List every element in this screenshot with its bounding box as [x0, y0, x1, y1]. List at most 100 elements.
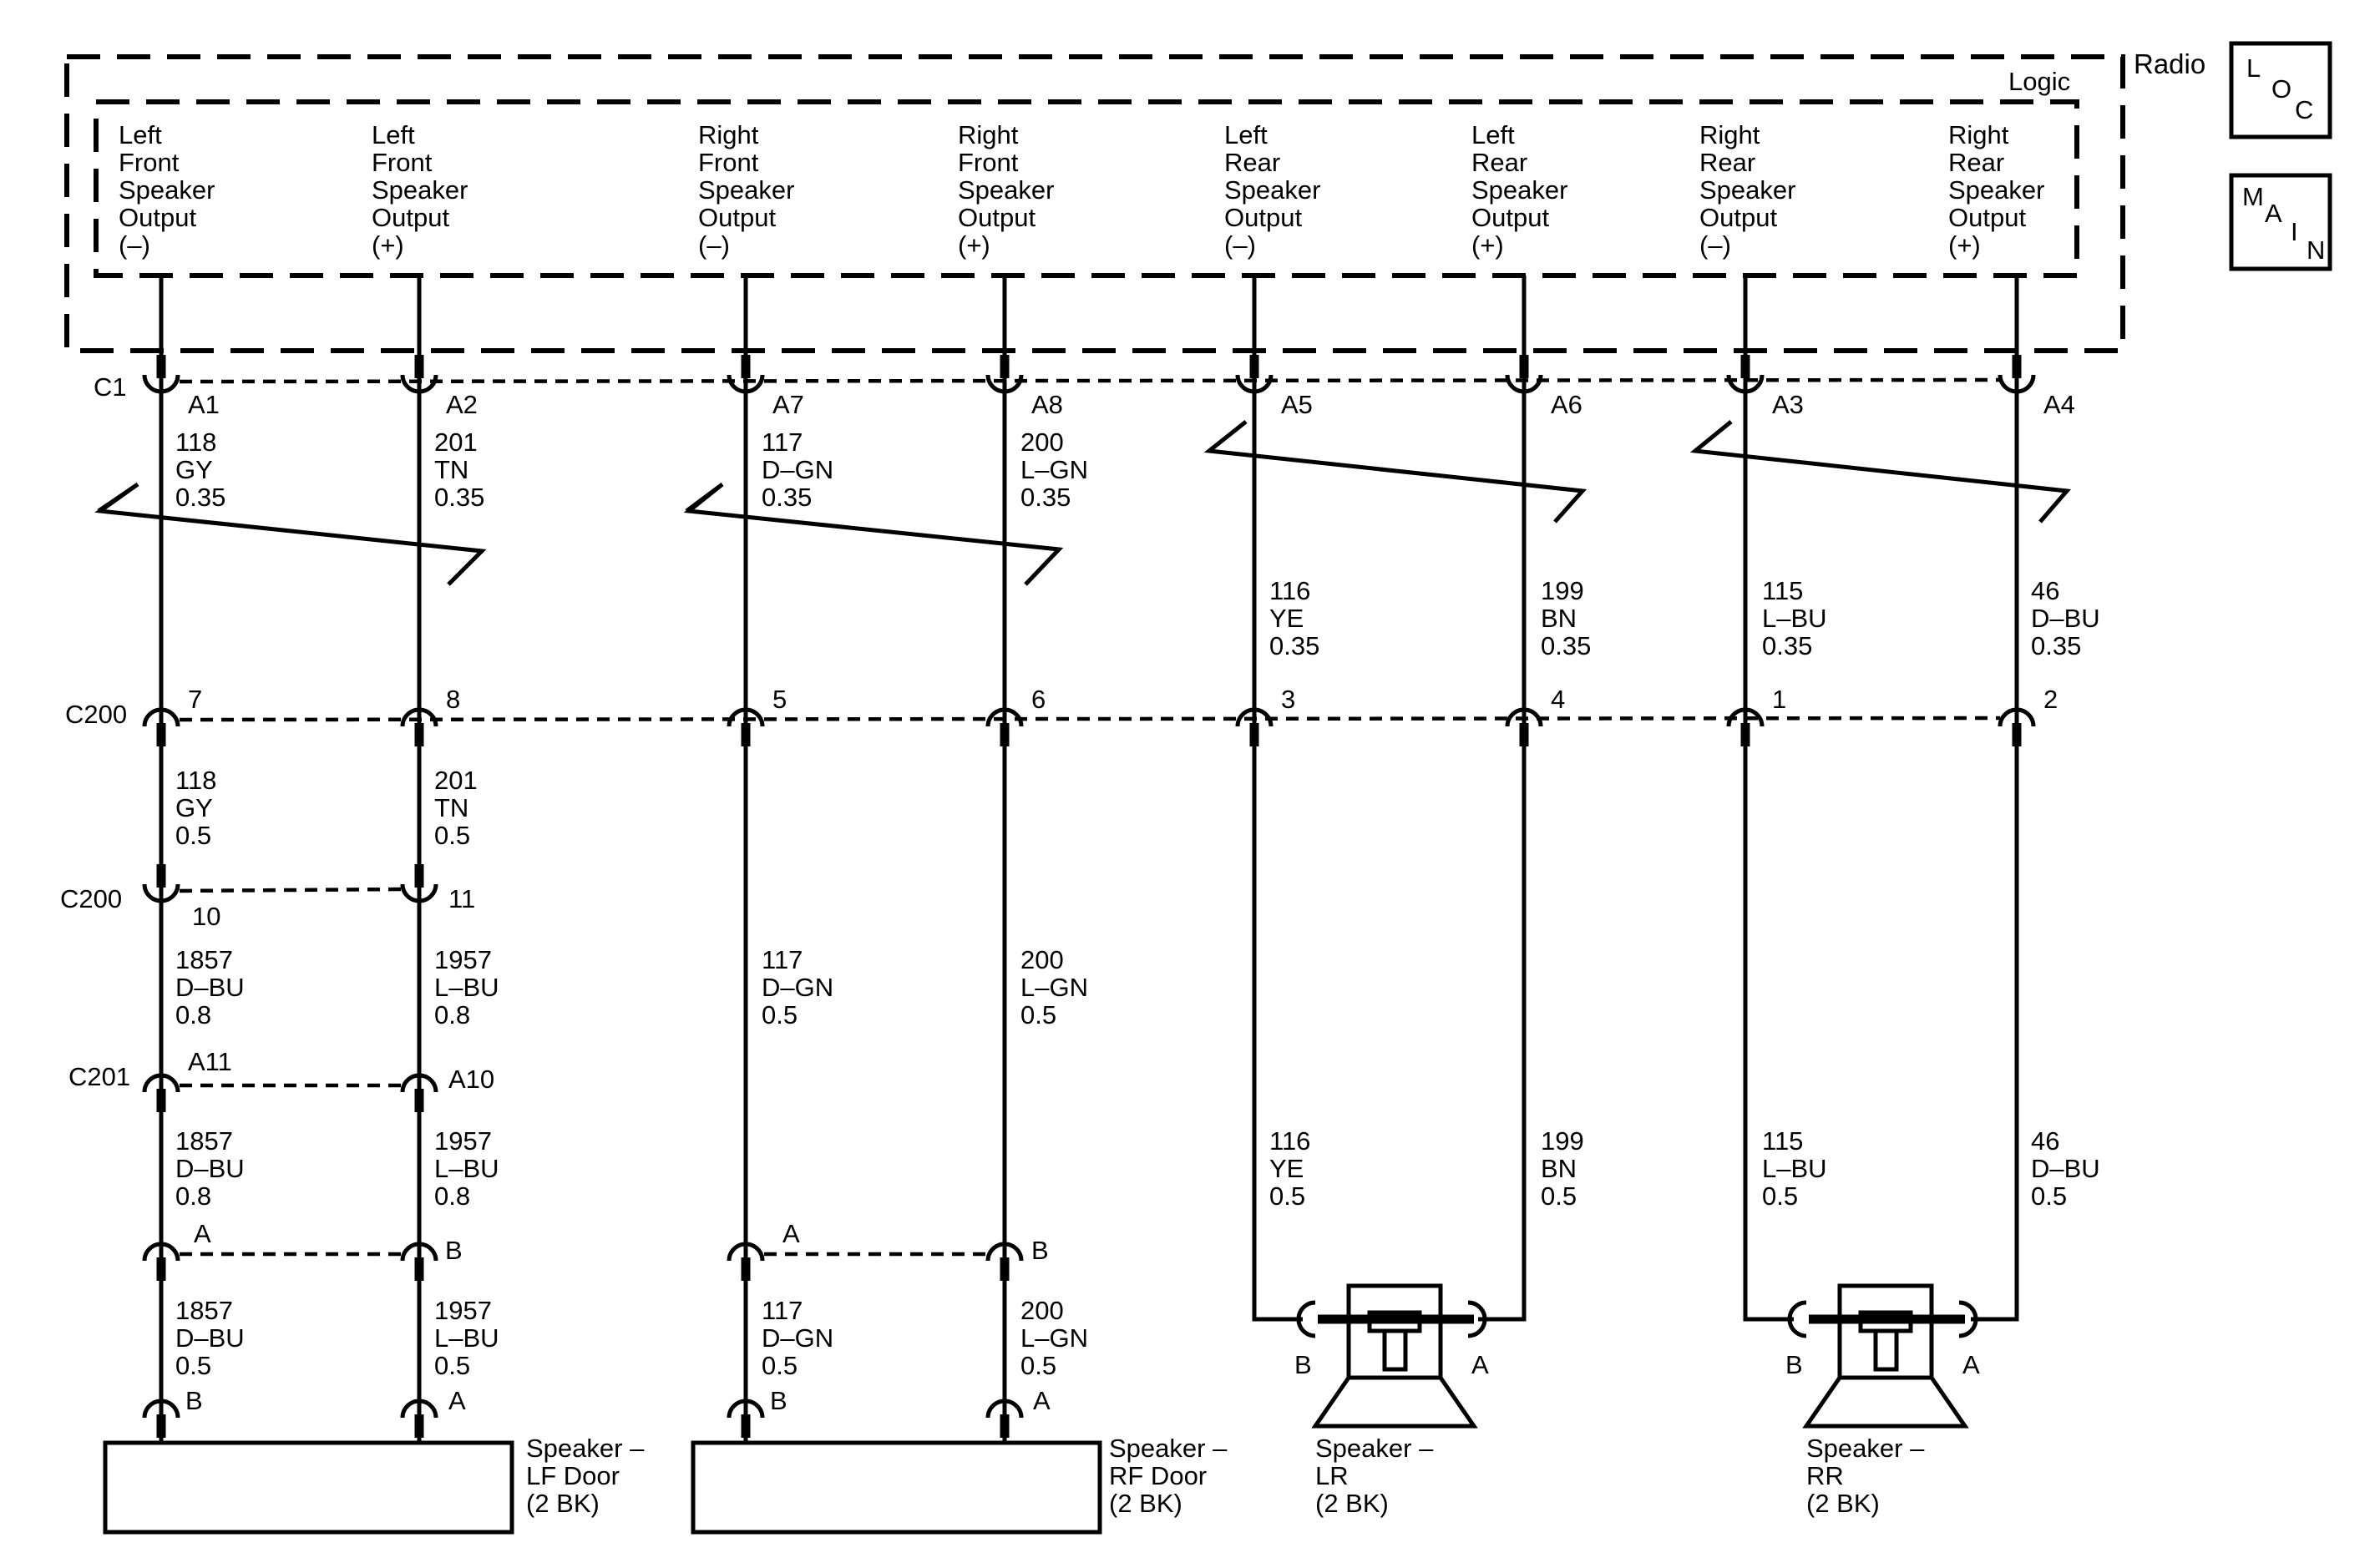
c200-terminal	[142, 707, 180, 746]
radio-outer-box	[64, 54, 2125, 353]
speaker-rf-door: Speaker – RF Door (2 BK)	[691, 1434, 1228, 1535]
output-label-line: Rear	[1948, 148, 2004, 177]
connector-c201: C201	[68, 1062, 130, 1091]
wire-label-line: 200	[1020, 1296, 1064, 1325]
inline-pin-label: A	[782, 1219, 800, 1248]
output-label-line: (–)	[119, 230, 150, 260]
c200-terminal	[727, 707, 765, 746]
rear-speaker-terminal	[1467, 1300, 1487, 1338]
svg-text:M: M	[2242, 182, 2264, 211]
wire-label-line: 1857	[175, 1126, 233, 1156]
c1-terminal	[1998, 355, 2036, 394]
output-label-line: Front	[958, 148, 1019, 177]
wire-label-line: 200	[1020, 427, 1064, 457]
wire-label-line: 200	[1020, 945, 1064, 974]
wire-label-line: 1857	[175, 945, 233, 974]
c200-terminal	[1505, 707, 1543, 746]
svg-text:C: C	[2295, 95, 2313, 124]
output-label-line: Output	[372, 203, 449, 232]
output-label-line: Rear	[1224, 148, 1280, 177]
connector-c200-b: C200	[60, 884, 122, 913]
wire-label-line: D–BU	[175, 1154, 245, 1183]
output-label-line: Right	[958, 120, 1019, 149]
output-label-line: Rear	[1699, 148, 1755, 177]
wire-label-line: TN	[434, 793, 468, 822]
speaker-pin-label: A	[1962, 1350, 1980, 1379]
svg-text:Speaker –: Speaker –	[526, 1434, 645, 1463]
output-label-line: Right	[1948, 120, 2009, 149]
speaker-rr: Speaker – RR (2 BK)	[1802, 1283, 1969, 1518]
wire-label-line: GY	[175, 793, 213, 822]
wire-label-line: 115	[1762, 576, 1803, 605]
c200-pin-label: 6	[1031, 685, 1046, 714]
c1-pin-label: A6	[1551, 390, 1582, 419]
output-label-line: Output	[958, 203, 1036, 232]
output-label-line: Front	[119, 148, 180, 177]
output-label-line: Output	[1699, 203, 1777, 232]
speaker-pin-label: A	[448, 1386, 466, 1415]
c200b-dash	[179, 887, 402, 893]
logic-inner-box	[94, 99, 2079, 278]
c200-pin-label: 1	[1772, 685, 1786, 714]
wire-label-line: L–GN	[1020, 455, 1088, 484]
inline-pin-label: A	[194, 1219, 211, 1248]
output-label-line: (–)	[1699, 230, 1731, 260]
c200-pin-label: 5	[772, 685, 787, 714]
svg-text:LR: LR	[1315, 1461, 1349, 1490]
c200b-terminal	[142, 864, 180, 903]
output-label-line: Front	[372, 148, 433, 177]
c200-terminal	[1998, 707, 2036, 746]
c1-pin-label: A1	[188, 390, 220, 419]
c1-terminal	[1235, 355, 1274, 394]
connector-names: C1 C200 C200 C201	[60, 372, 130, 1091]
wire-label-line: 0.5	[1020, 1000, 1056, 1029]
wire-label-line: 0.35	[1020, 483, 1071, 512]
svg-text:LF Door: LF Door	[526, 1461, 620, 1490]
wire-label-line: L–BU	[434, 973, 499, 1002]
wire-label-line: D–BU	[175, 973, 245, 1002]
output-label-line: Right	[1699, 120, 1760, 149]
output-label-line: Speaker	[1948, 175, 2044, 205]
output-label-line: Output	[1948, 203, 2026, 232]
wire-label: 46D–BU0.35	[2031, 576, 2100, 660]
wire-label-line: L–BU	[1762, 1154, 1827, 1183]
output-label-line: (–)	[1224, 230, 1256, 260]
wire-label-line: 0.5	[175, 821, 211, 850]
radio-label: Radio	[2134, 48, 2205, 79]
wire-label-line: D–GN	[762, 455, 833, 484]
output-label-line: Left	[1224, 120, 1268, 149]
c1-terminal	[727, 355, 765, 394]
c200-terminal	[985, 707, 1024, 746]
output-label-line: Left	[119, 120, 162, 149]
wire-label-line: 199	[1541, 1126, 1584, 1156]
wire-label-line: 0.5	[762, 1000, 798, 1029]
radio-output-labels: LeftFrontSpeakerOutput(–)LeftFrontSpeake…	[119, 120, 2044, 260]
wire-label-line: 0.5	[2031, 1181, 2067, 1211]
output-label-line: (–)	[698, 230, 730, 260]
wire-label-line: D–BU	[175, 1323, 245, 1353]
c200-terminal	[1726, 707, 1765, 746]
speaker-terminal	[400, 1399, 438, 1438]
svg-text:RR: RR	[1806, 1461, 1844, 1490]
svg-text:N: N	[2307, 235, 2325, 265]
svg-text:RF Door: RF Door	[1109, 1461, 1207, 1490]
output-label-line: (+)	[372, 230, 404, 260]
c200-dash	[179, 716, 2001, 722]
